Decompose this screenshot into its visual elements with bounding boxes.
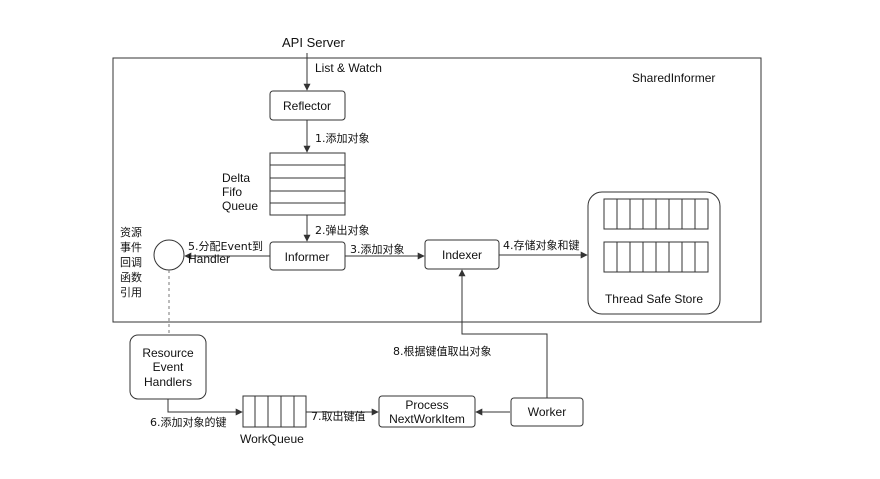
callback-label-line4: 函数 <box>120 271 142 284</box>
step7-label: 7.取出键值 <box>311 409 366 423</box>
reflector-label: Reflector <box>283 99 331 113</box>
delta-label-line1: Delta <box>222 171 250 185</box>
step5-label-line2: Handler <box>188 252 230 266</box>
workqueue <box>242 395 307 428</box>
step4-label: 4.存储对象和键 <box>503 238 580 252</box>
step5-label-line1: 5.分配Event到 <box>188 240 263 253</box>
reh-label-line3: Handlers <box>144 375 192 389</box>
step1-label: 1.添加对象 <box>315 131 370 145</box>
callback-label-line5: 引用 <box>120 285 142 299</box>
step6-label: 6.添加对象的键 <box>150 415 227 429</box>
process-label-line2: NextWorkItem <box>389 412 465 426</box>
informer-label: Informer <box>285 250 330 264</box>
arrow-handlers-to-workqueue <box>167 399 243 416</box>
process-next-work-item-box <box>378 395 476 428</box>
arrow-worker-to-indexer <box>458 269 548 398</box>
delta-label-line3: Queue <box>222 199 258 213</box>
step3-label: 3.添加对象 <box>350 242 405 256</box>
delta-fifo-queue <box>269 152 346 216</box>
step8-label: 8.根据键值取出对象 <box>393 344 492 358</box>
process-label-line1: Process <box>405 398 448 412</box>
list-watch-label: List & Watch <box>315 61 382 75</box>
reh-label-line1: Resource <box>142 346 194 360</box>
step2-label: 2.弹出对象 <box>315 223 370 237</box>
delta-label-line2: Fifo <box>222 185 242 199</box>
indexer-label: Indexer <box>442 248 482 262</box>
callback-label-line1: 资源 <box>120 225 142 239</box>
store-row-top <box>603 198 709 230</box>
handler-reference-circle <box>153 239 185 271</box>
callback-label-line3: 回调 <box>120 256 142 269</box>
store-row-bottom <box>603 241 709 273</box>
worker-label: Worker <box>528 405 566 419</box>
workqueue-label: WorkQueue <box>240 432 304 446</box>
reh-label-line2: Event <box>153 360 184 374</box>
api-server-label: API Server <box>282 35 346 50</box>
callback-label-line2: 事件 <box>120 241 142 254</box>
shared-informer-label: SharedInformer <box>632 71 715 85</box>
thread-safe-store-label: Thread Safe Store <box>605 292 703 306</box>
